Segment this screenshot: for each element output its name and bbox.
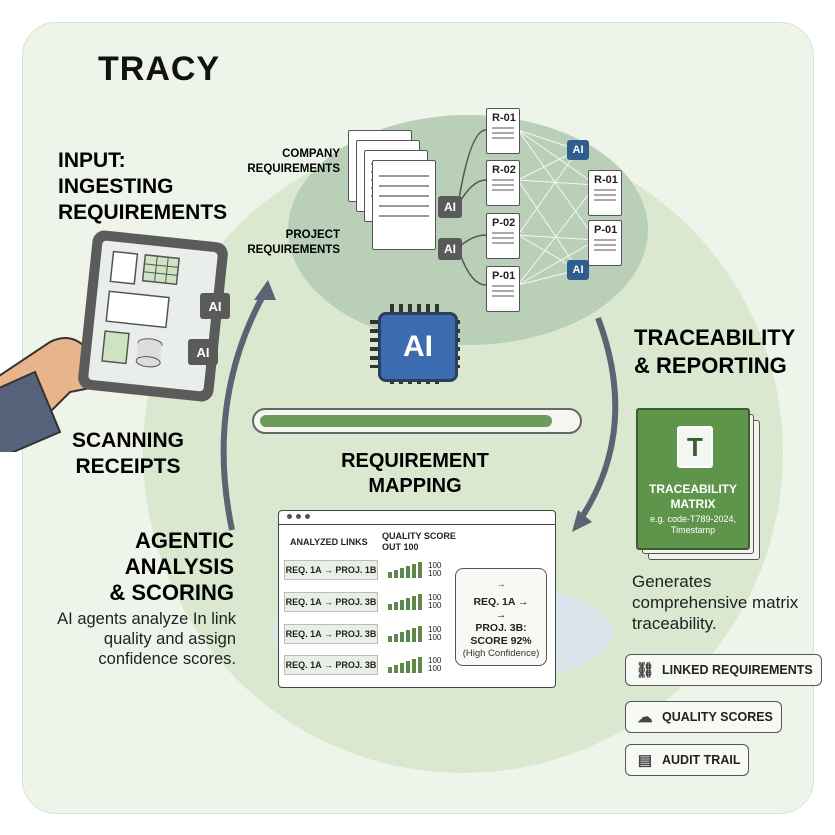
mapping-progress-fill [260, 415, 552, 427]
company-requirements-label: COMPANY REQUIREMENTS [247, 148, 340, 175]
req-doc-p02: P-02 [486, 213, 520, 259]
window-titlebar [279, 511, 555, 525]
requirement-mapping-label: REQUIREMENT MAPPING [341, 450, 489, 497]
mapping-progress-bar [252, 408, 582, 434]
ai-chip-company: AI [438, 196, 462, 218]
input-label: INPUT: INGESTING REQUIREMENTS [58, 149, 228, 224]
window-dot [296, 514, 301, 519]
score-bars [388, 626, 422, 642]
project-requirements-label: PROJECT REQUIREMENTS [247, 229, 340, 256]
ai-chip-tablet-2: AI [188, 339, 218, 365]
cloud-upload-icon: ☁ [637, 709, 653, 726]
link-icon: ⛓ [635, 662, 655, 679]
arrow-down-right [577, 316, 619, 522]
tablet-icon [77, 229, 229, 403]
traceability-label: TRACEABILITY & REPORTING [634, 325, 796, 378]
quality-scores-pill: ☁QUALITY SCORES [625, 701, 782, 733]
arrow-down-right-head [572, 510, 592, 532]
mapped-doc-p01: P-01 [588, 220, 622, 266]
project-doc-front [372, 160, 436, 250]
score-callout: → REQ. 1A → → PROJ. 3B: SCORE 92% (High … [455, 568, 547, 666]
req-doc-r01: R-01 [486, 108, 520, 154]
agentic-label: AGENTIC ANALYSIS & SCORING [109, 528, 234, 605]
score-bars [388, 562, 422, 578]
traceability-description: Generates comprehensive matrix traceabil… [632, 572, 799, 633]
col-analyzed-links: ANALYZED LINKS [290, 537, 368, 547]
req-doc-p01: P-01 [486, 266, 520, 312]
ai-chip-tablet-1: AI [200, 293, 230, 319]
matrix-file-icon: T [677, 426, 713, 468]
doc-connectors [457, 129, 487, 286]
arrow-up-left-head [254, 280, 276, 300]
arrow-up-left [220, 290, 268, 531]
app-title: TRACY [98, 50, 221, 88]
ai-chip-map-bottom: AI [567, 260, 589, 280]
req-doc-r02: R-02 [486, 160, 520, 206]
agentic-description: AI agents analyze In link quality and as… [57, 610, 236, 668]
document-icon: ▤ [637, 752, 653, 769]
mapped-doc-r01: R-01 [588, 170, 622, 216]
score-bars [388, 594, 422, 610]
scanning-label: SCANNING RECEIPTS [72, 429, 185, 478]
col-quality-score: QUALITY SCORE OUT 100 [382, 531, 456, 552]
ai-chip-pins-left [370, 320, 378, 368]
score-bars [388, 657, 422, 673]
ai-chip-map-top: AI [567, 140, 589, 160]
window-dot [305, 514, 310, 519]
ai-chip-pins-top [390, 304, 440, 312]
ai-core-chip: AI [378, 312, 458, 382]
window-dot [287, 514, 292, 519]
tablet-screen [88, 240, 218, 392]
ai-chip-project: AI [438, 238, 462, 260]
audit-trail-pill: ▤AUDIT TRAIL [625, 744, 750, 776]
linked-requirements-pill: ⛓LINKED REQUIREMENTS [625, 654, 822, 686]
tablet-content [101, 250, 180, 368]
